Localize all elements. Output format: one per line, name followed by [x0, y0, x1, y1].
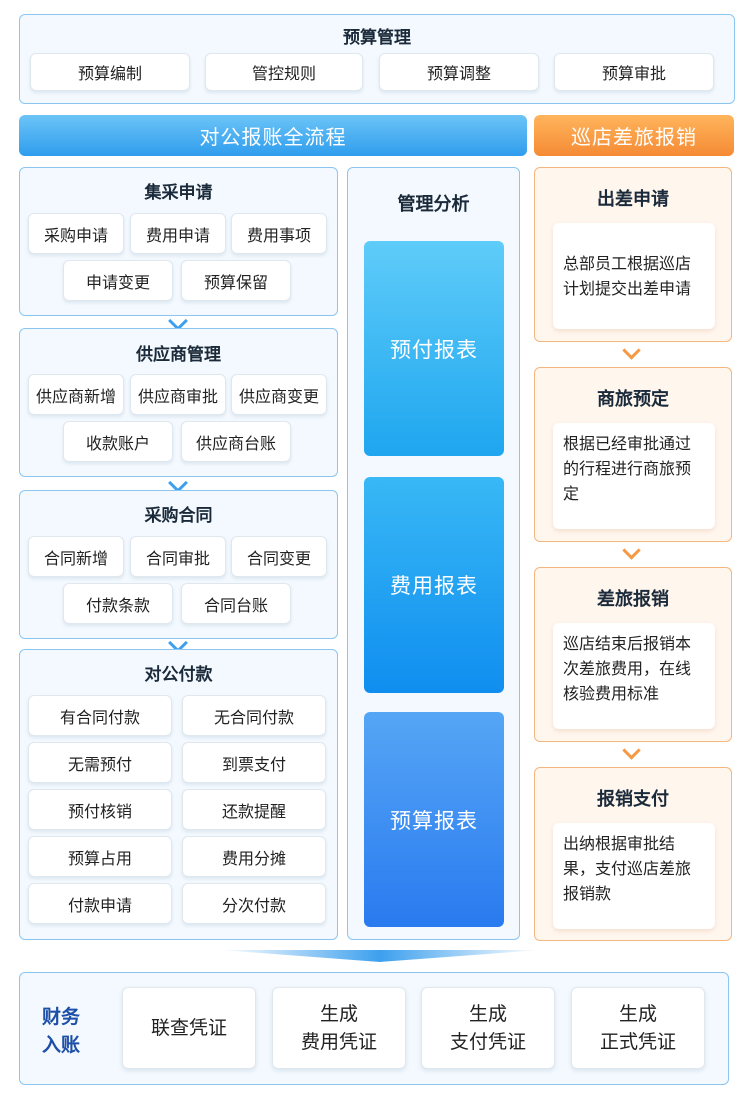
- prepay-report-bar[interactable]: 预付报表: [364, 241, 504, 456]
- expense-allocation-button[interactable]: 费用分摊: [182, 836, 326, 877]
- travel-banner: 巡店差旅报销: [534, 115, 734, 156]
- supplier-change-button[interactable]: 供应商变更: [231, 374, 327, 415]
- finance-item-line1: 生成: [618, 1003, 657, 1025]
- pay-on-invoice-button[interactable]: 到票支付: [182, 742, 326, 783]
- travel-step-booking: 商旅预定 根据已经审批通过的行程进行商旅预定: [534, 367, 732, 542]
- payment-terms-button[interactable]: 付款条款: [63, 583, 173, 624]
- repayment-reminder-button[interactable]: 还款提醒: [182, 789, 326, 830]
- expense-item-button[interactable]: 费用事项: [231, 213, 327, 254]
- analysis-panel: 管理分析 预付报表 费用报表 预算报表: [347, 167, 520, 940]
- supplier-panel: 供应商管理 供应商新增 供应商审批 供应商变更 收款账户 供应商台账: [19, 328, 338, 477]
- travel-step-desc: 根据已经审批通过的行程进行商旅预定: [553, 423, 715, 529]
- formal-voucher-button[interactable]: 生成 正式凭证: [571, 987, 705, 1069]
- expense-voucher-button[interactable]: 生成 费用凭证: [272, 987, 406, 1069]
- travel-step-payout: 报销支付 出纳根据审批结果，支付巡店差旅报销款: [534, 767, 732, 941]
- contract-approve-button[interactable]: 合同审批: [130, 536, 226, 577]
- chevron-down-icon: [622, 741, 641, 760]
- receiving-account-button[interactable]: 收款账户: [63, 421, 173, 462]
- travel-step-desc: 总部员工根据巡店计划提交出差申请: [553, 223, 715, 329]
- budget-item-approve[interactable]: 预算审批: [554, 53, 714, 91]
- contract-payment-button[interactable]: 有合同付款: [28, 695, 172, 736]
- travel-step-title: 出差申请: [597, 189, 669, 210]
- finance-item-line1: 联查凭证: [150, 1017, 227, 1039]
- procurement-title: 集采申请: [144, 183, 213, 203]
- budget-panel: 预算管理 预算编制 管控规则 预算调整 预算审批: [19, 14, 735, 104]
- finance-item-line2: 费用凭证: [300, 1031, 377, 1053]
- travel-step-title: 报销支付: [597, 789, 669, 810]
- lookup-voucher-button[interactable]: 联查凭证: [122, 987, 256, 1069]
- travel-step-desc: 巡店结束后报销本次差旅费用，在线核验费用标准: [553, 623, 715, 729]
- no-prepay-button[interactable]: 无需预付: [28, 742, 172, 783]
- purchase-request-button[interactable]: 采购申请: [28, 213, 124, 254]
- expense-request-button[interactable]: 费用申请: [130, 213, 226, 254]
- budget-occupy-button[interactable]: 预算占用: [28, 836, 172, 877]
- contract-change-button[interactable]: 合同变更: [231, 536, 327, 577]
- travel-step-reimburse: 差旅报销 巡店结束后报销本次差旅费用，在线核验费用标准: [534, 567, 732, 742]
- contract-panel: 采购合同 合同新增 合同审批 合同变更 付款条款 合同台账: [19, 490, 338, 639]
- finance-item-line2: 正式凭证: [599, 1031, 676, 1053]
- travel-step-apply: 出差申请 总部员工根据巡店计划提交出差申请: [534, 167, 732, 342]
- supplier-title: 供应商管理: [136, 345, 221, 365]
- chevron-down-icon: [622, 541, 641, 560]
- budget-title: 预算管理: [343, 28, 411, 48]
- budget-reserve-button[interactable]: 预算保留: [181, 260, 291, 301]
- contract-title: 采购合同: [144, 506, 213, 526]
- finance-label-line1: 财务: [42, 1006, 81, 1028]
- travel-step-desc: 出纳根据审批结果，支付巡店差旅报销款: [553, 823, 715, 929]
- budget-item-adjust[interactable]: 预算调整: [379, 53, 539, 91]
- finance-item-line2: 支付凭证: [449, 1031, 526, 1053]
- payment-panel: 对公付款 有合同付款 无合同付款 无需预付 到票支付 预付核销 还款提醒 预算占…: [19, 649, 338, 940]
- supplier-approve-button[interactable]: 供应商审批: [130, 374, 226, 415]
- finance-label: 财务 入账: [42, 1003, 80, 1059]
- request-change-button[interactable]: 申请变更: [63, 260, 173, 301]
- contract-add-button[interactable]: 合同新增: [28, 536, 124, 577]
- procurement-panel: 集采申请 采购申请 费用申请 费用事项 申请变更 预算保留: [19, 167, 338, 316]
- payment-title: 对公付款: [144, 665, 213, 685]
- payment-voucher-button[interactable]: 生成 支付凭证: [421, 987, 555, 1069]
- prepay-writeoff-button[interactable]: 预付核销: [28, 789, 172, 830]
- budget-item-rules[interactable]: 管控规则: [205, 53, 363, 91]
- installment-payment-button[interactable]: 分次付款: [182, 883, 326, 924]
- funnel-connector: [220, 950, 540, 962]
- supplier-add-button[interactable]: 供应商新增: [28, 374, 124, 415]
- payment-request-button[interactable]: 付款申请: [28, 883, 172, 924]
- analysis-title: 管理分析: [397, 194, 470, 215]
- finance-label-line2: 入账: [42, 1034, 81, 1056]
- finance-item-line1: 生成: [468, 1003, 507, 1025]
- expense-report-bar[interactable]: 费用报表: [364, 477, 504, 693]
- finance-item-line1: 生成: [319, 1003, 358, 1025]
- chevron-down-icon: [622, 341, 641, 360]
- corporate-flow-banner: 对公报账全流程: [19, 115, 527, 156]
- travel-step-title: 商旅预定: [597, 389, 669, 410]
- contract-ledger-button[interactable]: 合同台账: [181, 583, 291, 624]
- finance-panel: 财务 入账 联查凭证 生成 费用凭证 生成 支付凭证 生成 正式凭证: [19, 972, 729, 1085]
- supplier-ledger-button[interactable]: 供应商台账: [181, 421, 291, 462]
- non-contract-payment-button[interactable]: 无合同付款: [182, 695, 326, 736]
- budget-report-bar[interactable]: 预算报表: [364, 712, 504, 927]
- travel-step-title: 差旅报销: [597, 589, 669, 610]
- budget-item-compile[interactable]: 预算编制: [30, 53, 190, 91]
